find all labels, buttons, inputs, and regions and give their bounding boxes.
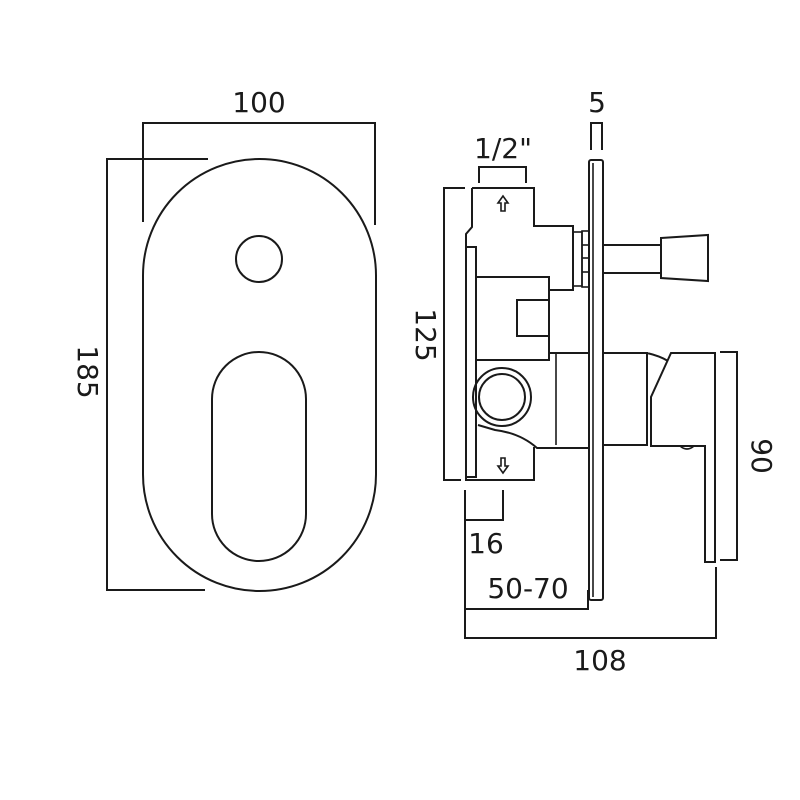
threaded-connector <box>572 231 583 287</box>
side-view: 5 1/2" 125 <box>409 86 778 677</box>
diverter-knob <box>235 235 283 283</box>
body-height-dimension-line <box>443 187 465 481</box>
inlet-size-dimension-line <box>478 166 527 183</box>
valve-body <box>465 187 589 481</box>
lever-handle <box>211 351 307 562</box>
mounting-rail <box>465 246 477 478</box>
handle-height-label: 90 <box>745 438 778 474</box>
cartridge-stem <box>516 299 550 337</box>
lever-pivot <box>679 445 695 450</box>
lever-handle-side <box>603 352 716 563</box>
height-dimension-label: 185 <box>71 345 104 398</box>
total-depth-dimension-line <box>464 567 717 639</box>
outlet-offset-dimension-line <box>464 490 504 521</box>
front-view: 100 185 <box>71 86 377 592</box>
height-dimension-line <box>106 158 208 591</box>
body-height-label: 125 <box>409 308 442 361</box>
wall-plate <box>588 159 604 601</box>
cartridge-block <box>476 276 550 361</box>
plate-thickness-dimension-line <box>590 122 603 150</box>
side-port-outer <box>472 367 532 427</box>
wall-depth-label: 50-70 <box>487 572 568 605</box>
threaded-collar <box>581 230 590 288</box>
outlet-port <box>472 447 535 481</box>
handle-height-dimension-line <box>720 351 738 561</box>
inlet-size-label: 1/2" <box>474 132 532 165</box>
total-depth-label: 108 <box>573 644 626 677</box>
diverter-knob-side <box>660 233 709 283</box>
width-dimension-line <box>142 122 376 225</box>
oval-backplate <box>142 158 377 592</box>
inlet-up-arrow-icon <box>496 194 510 212</box>
width-dimension-label: 100 <box>232 86 285 119</box>
outlet-down-arrow-icon <box>496 457 510 475</box>
side-port-inner <box>478 373 526 421</box>
wall-depth-dimension-line <box>464 520 589 610</box>
outlet-offset-label: 16 <box>468 527 504 560</box>
diverter-stem <box>603 244 661 274</box>
plate-thickness-label: 5 <box>588 86 606 119</box>
